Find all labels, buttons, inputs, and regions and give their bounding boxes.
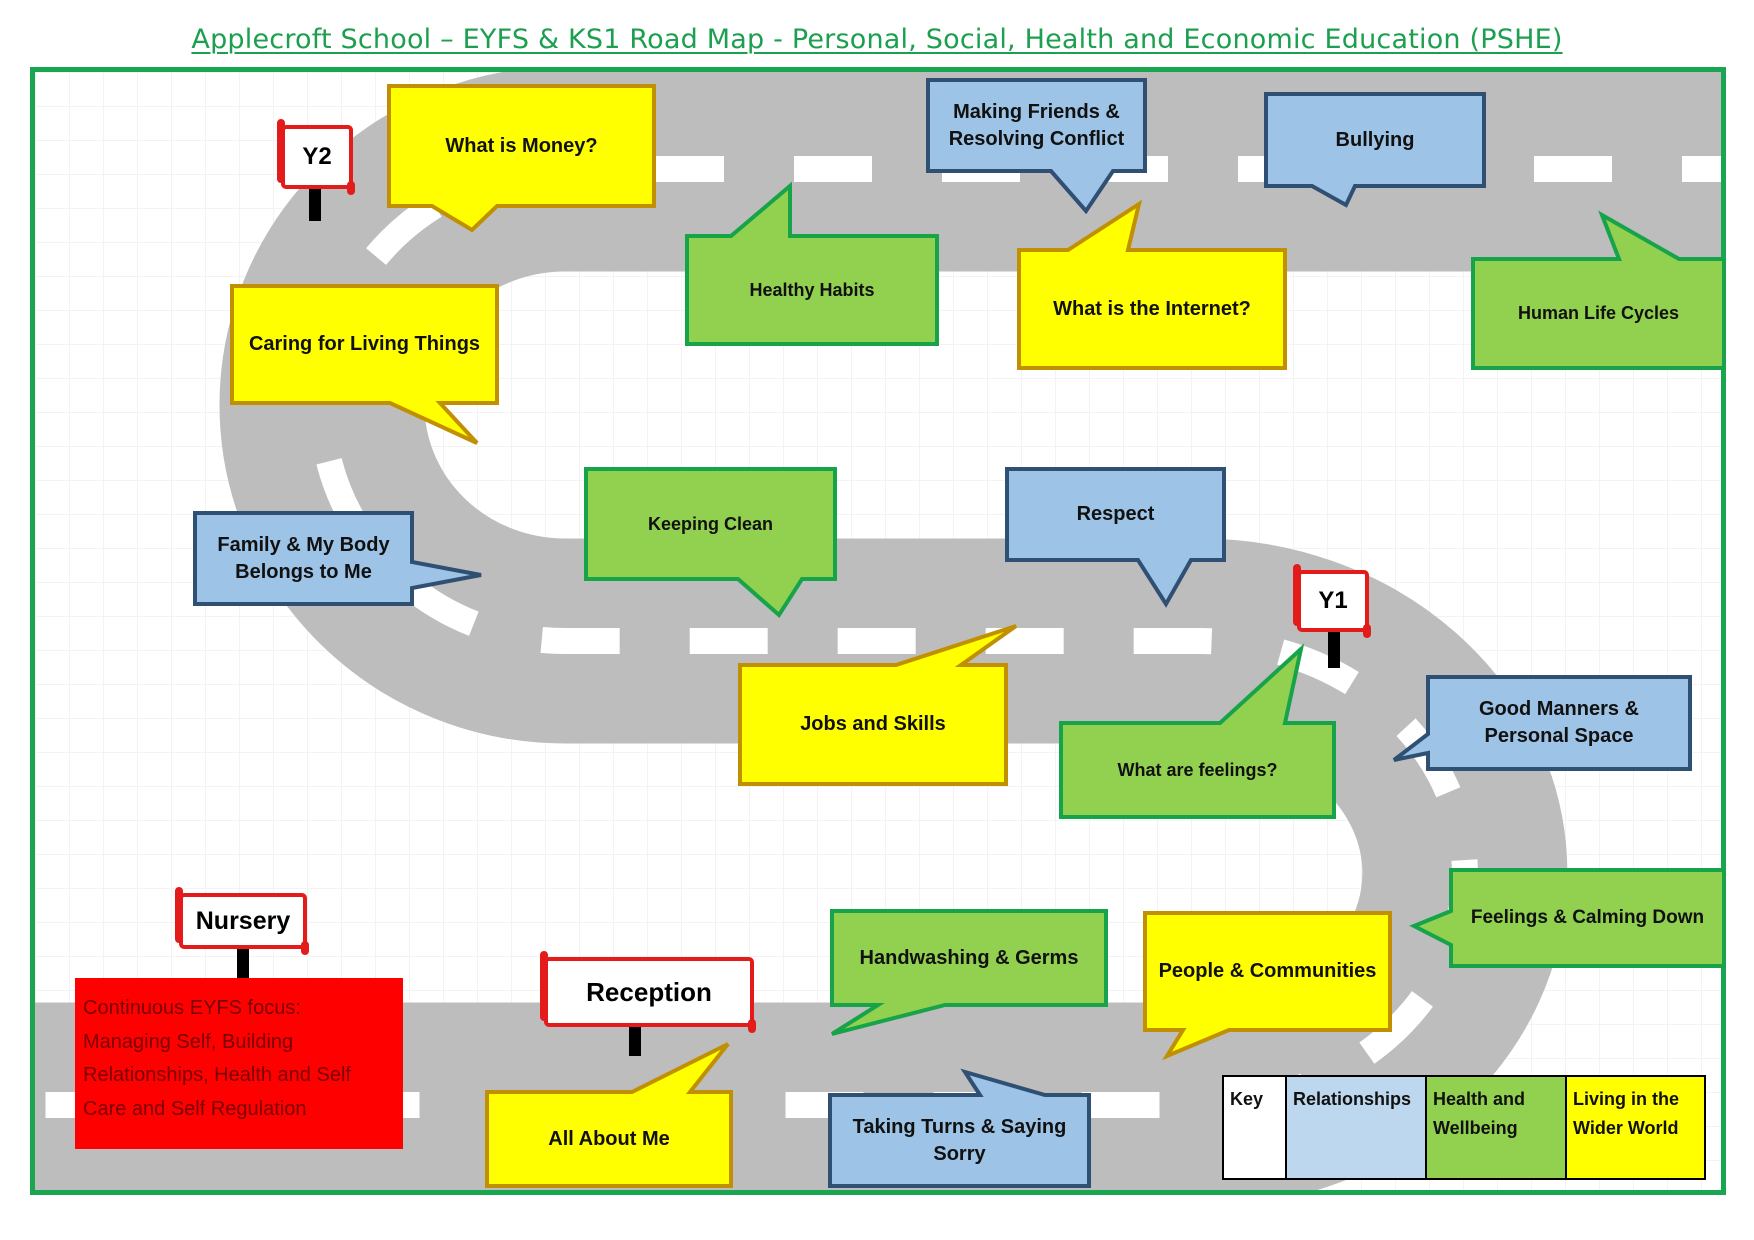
nursery-sign-post bbox=[237, 946, 249, 980]
topic-label-what-are-feelings: What are feelings? bbox=[1117, 759, 1278, 780]
topic-bubble-making-friends bbox=[926, 78, 1147, 215]
topic-bubble-respect bbox=[1005, 467, 1226, 608]
legend-wider-world: Living in the Wider World bbox=[1567, 1077, 1704, 1178]
topic-bubble-bullying bbox=[1264, 92, 1486, 208]
topic-bubble-handwashing bbox=[830, 909, 1108, 1036]
topic-label-respect: Respect bbox=[1076, 503, 1155, 525]
topic-bubble-good-manners bbox=[1392, 675, 1692, 771]
topic-bubble-human-life-cycles bbox=[1471, 210, 1726, 370]
topic-bubble-all-about-me bbox=[485, 1042, 733, 1188]
topic-label-jobs-skills: Jobs and Skills bbox=[800, 713, 946, 735]
sign-y1-label: Y1 bbox=[1318, 587, 1348, 614]
legend-health-wellbeing: Health and Wellbeing bbox=[1427, 1077, 1567, 1178]
sign-reception-label: Reception bbox=[586, 976, 712, 1007]
legend-relationships: Relationships bbox=[1287, 1077, 1427, 1178]
topic-bubble-what-is-money bbox=[387, 84, 656, 233]
topic-label-making-friends: Making Friends & Resolving Conflict bbox=[948, 100, 1125, 150]
topic-label-caring-living: Caring for Living Things bbox=[248, 333, 481, 355]
topic-label-keeping-clean: Keeping Clean bbox=[647, 513, 774, 534]
legend-heading: Key bbox=[1224, 1077, 1287, 1178]
topic-label-bullying: Bullying bbox=[1335, 128, 1415, 151]
sign-y2-label: Y2 bbox=[302, 143, 332, 170]
topic-label-healthy-habits: Healthy Habits bbox=[749, 279, 875, 300]
focus-line: Relationships, Health and Self bbox=[83, 1064, 351, 1086]
topic-bubble-people-communities bbox=[1143, 911, 1392, 1061]
sign-y2: Y2 bbox=[277, 119, 355, 195]
road bbox=[35, 72, 1721, 1190]
topic-bubble-taking-turns bbox=[828, 1068, 1091, 1188]
focus-line: Managing Self, Building bbox=[83, 1030, 294, 1053]
topic-label-taking-turns: Taking Turns & Saying Sorry bbox=[852, 1115, 1067, 1165]
topic-label-all-about-me: All About Me bbox=[548, 1127, 670, 1150]
y1-sign-post bbox=[1328, 626, 1340, 668]
topic-label-handwashing: Handwashing & Germs bbox=[859, 946, 1079, 969]
focus-line: Care and Self Regulation bbox=[83, 1097, 307, 1120]
y2-sign-post bbox=[309, 185, 321, 221]
topic-bubble-feelings-calming bbox=[1409, 868, 1726, 968]
nursery-focus-box: Continuous EYFS focus: Managing Self, Bu… bbox=[75, 978, 403, 1149]
sign-y1: Y1 bbox=[1293, 564, 1371, 638]
page-title: Applecroft School – EYFS & KS1 Road Map … bbox=[191, 24, 1563, 55]
topic-bubble-jobs-skills bbox=[738, 624, 1018, 786]
sign-reception: Reception bbox=[540, 951, 756, 1033]
topic-label-people-communities: People & Communities bbox=[1158, 960, 1377, 982]
topic-label-what-is-money: What is Money? bbox=[445, 134, 598, 157]
sign-nursery: Nursery bbox=[175, 887, 309, 955]
topic-label-human-life-cycles: Human Life Cycles bbox=[1517, 303, 1680, 324]
topic-label-feelings-calming: Feelings & Calming Down bbox=[1470, 907, 1705, 929]
topic-bubble-family-body bbox=[193, 511, 482, 606]
topic-label-family-body: Family & My Body Belongs to Me bbox=[217, 533, 390, 583]
sign-nursery-label: Nursery bbox=[195, 906, 291, 935]
reception-sign-post bbox=[629, 1022, 641, 1056]
legend-key: Key Relationships Health and Wellbeing L… bbox=[1222, 1075, 1706, 1180]
road-center-dashes bbox=[35, 156, 1721, 1118]
topic-label-good-manners: Good Manners & Personal Space bbox=[1478, 698, 1639, 747]
topic-bubble-healthy-habits bbox=[685, 181, 939, 346]
topic-bubble-internet bbox=[1017, 199, 1287, 370]
topic-bubble-caring-living bbox=[230, 284, 499, 445]
topic-label-internet: What is the Internet? bbox=[1053, 297, 1251, 320]
topic-bubble-keeping-clean bbox=[584, 467, 837, 619]
focus-line: Continuous EYFS focus: bbox=[83, 997, 301, 1019]
topic-bubbles bbox=[193, 78, 1726, 1188]
topic-bubble-what-are-feelings bbox=[1059, 643, 1336, 819]
